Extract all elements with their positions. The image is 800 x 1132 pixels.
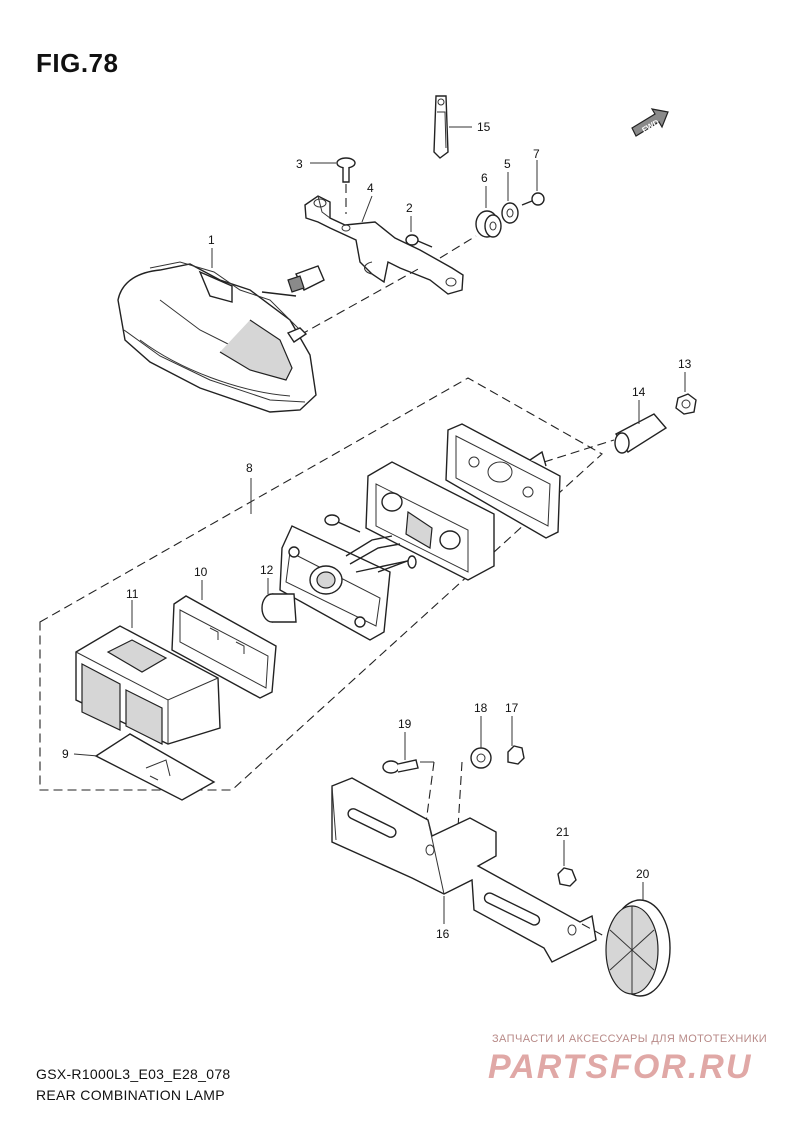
part-9-plate <box>94 733 216 801</box>
callout-6: 6 <box>481 171 488 185</box>
part-4-bracket <box>304 195 464 295</box>
callout-11: 11 <box>126 587 139 601</box>
part-21-nut <box>557 867 577 887</box>
callout-1: 1 <box>208 233 215 247</box>
part-12-bulb <box>261 593 297 623</box>
lamp-housing-block <box>365 461 495 581</box>
callout-12: 12 <box>260 563 274 577</box>
callout-13: 13 <box>678 357 692 371</box>
watermark-logo: PARTSFOR.RU <box>488 1048 753 1086</box>
part-10-gasket <box>171 595 277 699</box>
callout-4: 4 <box>367 181 374 195</box>
callout-8: 8 <box>246 461 253 475</box>
part-19-screw <box>382 759 419 774</box>
part-15-clamp <box>433 95 449 159</box>
callout-21: 21 <box>556 825 570 839</box>
callout-17: 17 <box>505 701 519 715</box>
callout-labels: 1 2 3 4 5 6 7 8 9 10 11 12 13 14 15 16 1… <box>62 120 692 941</box>
watermark-tagline: ЗАПЧАСТИ И АКСЕССУАРЫ ДЛЯ МОТОТЕХНИКИ <box>492 1033 768 1045</box>
model-code: GSX-R1000L3_E03_E28_078 <box>36 1066 231 1082</box>
part-14-spacer <box>614 413 668 454</box>
callout-15: 15 <box>477 120 491 134</box>
part-6-grommet <box>475 210 502 238</box>
part-5-washer <box>501 202 519 224</box>
screw-upper <box>324 514 361 533</box>
callout-10: 10 <box>194 565 208 579</box>
callout-14: 14 <box>632 385 646 399</box>
lamp-socket-base <box>279 525 413 641</box>
callout-3: 3 <box>296 157 303 171</box>
fwd-arrow-icon: FWD <box>631 108 669 137</box>
callout-18: 18 <box>474 701 488 715</box>
callout-19: 19 <box>398 717 412 731</box>
part-18-washer <box>470 747 492 769</box>
part-16-bracket <box>331 777 597 963</box>
part-11-lens <box>75 625 221 745</box>
callout-7: 7 <box>533 147 540 161</box>
callout-20: 20 <box>636 867 650 881</box>
part-7-screw <box>521 192 545 206</box>
part-8-lens-assembly-outline <box>39 377 603 791</box>
callout-9: 9 <box>62 747 69 761</box>
screw-lower <box>377 555 417 573</box>
part-3-screw <box>336 157 356 183</box>
figure-title: FIG.78 <box>36 48 119 78</box>
callout-16: 16 <box>436 927 450 941</box>
callout-2: 2 <box>406 201 413 215</box>
part-2-bolt <box>405 234 433 248</box>
part-17-nut <box>507 745 525 765</box>
part-13-nut <box>675 393 697 415</box>
lamp-gasket-plate <box>445 423 561 539</box>
figure-caption: REAR COMBINATION LAMP <box>36 1087 225 1103</box>
part-20-reflector <box>605 899 671 997</box>
callout-5: 5 <box>504 157 511 171</box>
part-1-tail-lamp-assembly <box>117 261 325 413</box>
